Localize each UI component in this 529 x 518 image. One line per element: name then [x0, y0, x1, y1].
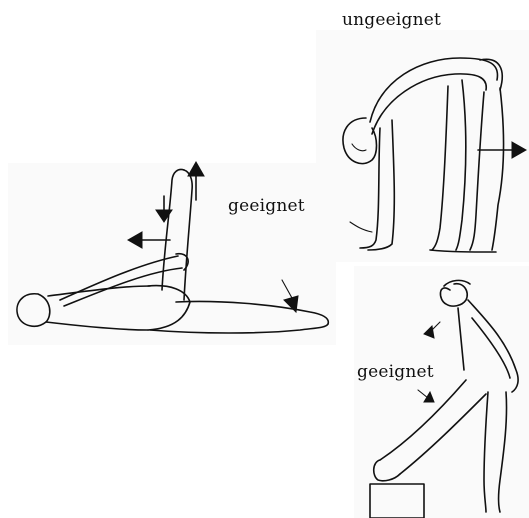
arrow-icon [424, 392, 434, 402]
figure-lying-stretch [17, 162, 328, 333]
figure-leg-on-box [370, 280, 518, 518]
figure-forward-bend [343, 58, 526, 252]
arrow-icon [128, 232, 142, 248]
arrow-icon [424, 326, 434, 338]
arrow-icon [512, 142, 526, 158]
arrow-icon [284, 296, 298, 312]
arrow-icon [188, 162, 204, 176]
arrow-icon [156, 210, 172, 222]
